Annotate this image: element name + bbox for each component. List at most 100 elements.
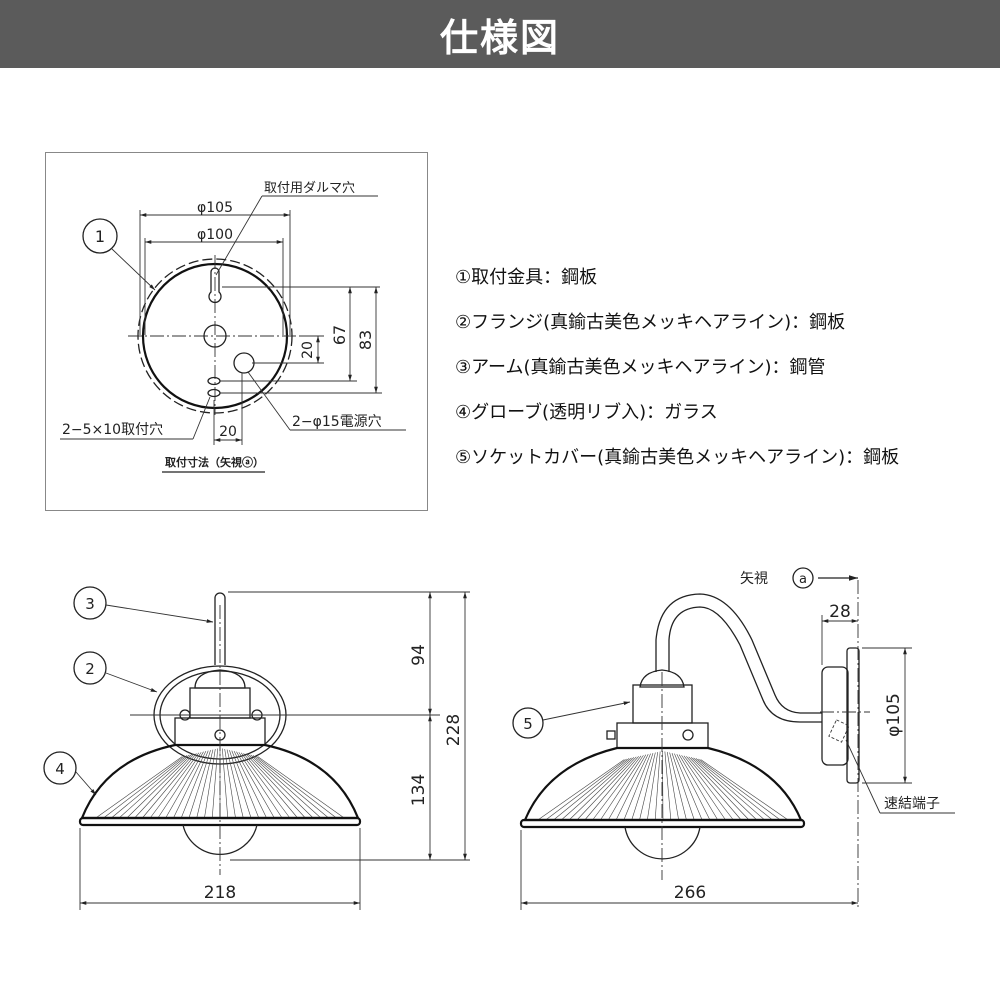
shade-rib bbox=[607, 754, 647, 821]
shade-rib bbox=[233, 751, 267, 819]
shade-rib bbox=[231, 750, 260, 819]
shade-rib bbox=[226, 749, 244, 819]
shade-rib bbox=[222, 748, 229, 819]
shade-rib bbox=[211, 748, 218, 819]
dim-phi105-side: φ105 bbox=[884, 693, 904, 737]
shade-rib bbox=[690, 757, 758, 821]
screw-hole bbox=[207, 388, 221, 398]
shade-rib bbox=[111, 755, 188, 819]
dim-20-vertical: 20 bbox=[300, 341, 316, 359]
shade-rib bbox=[700, 759, 789, 821]
shade-rib bbox=[576, 756, 637, 821]
shade-rib bbox=[686, 756, 742, 821]
keyhole-label: 取付用ダルマ穴 bbox=[264, 181, 355, 196]
part-number-4: 4 bbox=[55, 760, 65, 778]
shade-rib bbox=[196, 749, 214, 819]
shade-rib bbox=[676, 754, 711, 821]
shade-rib bbox=[238, 752, 283, 819]
shade-rib bbox=[683, 755, 734, 821]
mount-view-frame bbox=[45, 152, 428, 511]
shade-rib bbox=[688, 756, 750, 821]
socket-cover bbox=[632, 684, 693, 724]
shade-rib bbox=[647, 752, 659, 821]
shade-rib bbox=[698, 758, 781, 821]
shade-rib bbox=[252, 755, 329, 819]
shade-rib bbox=[639, 752, 656, 821]
dim-134: 134 bbox=[409, 774, 429, 806]
arm-pipe bbox=[214, 592, 226, 665]
power-holes-label: 2−φ15電源穴 bbox=[292, 414, 382, 430]
wall-plate-flange bbox=[846, 647, 860, 784]
shade-rib bbox=[693, 757, 765, 821]
shade-rib bbox=[245, 753, 306, 819]
shade-rib bbox=[681, 755, 726, 821]
dim-67: 67 bbox=[330, 325, 349, 345]
dim-phi105: φ105 bbox=[197, 200, 233, 216]
dim-83: 83 bbox=[356, 330, 375, 350]
shade-rib bbox=[623, 753, 651, 821]
shade-rib bbox=[553, 758, 630, 821]
shade-rib bbox=[236, 751, 275, 819]
shade-rib bbox=[678, 754, 719, 821]
part-number-5: 5 bbox=[523, 715, 533, 733]
shade-rib bbox=[118, 754, 190, 819]
wall-plate-body bbox=[821, 666, 849, 766]
shade-rib bbox=[149, 752, 200, 819]
view-direction-label: 矢視 bbox=[740, 571, 768, 587]
dim-218: 218 bbox=[204, 883, 236, 903]
shade-rib bbox=[180, 750, 209, 819]
keyhole-slot bbox=[208, 267, 222, 304]
part-number-3: 3 bbox=[85, 595, 95, 613]
shade-rib bbox=[255, 755, 337, 819]
shade-rib bbox=[584, 756, 639, 821]
shade-rib bbox=[600, 755, 644, 821]
part-number-1: 1 bbox=[95, 227, 105, 246]
shade-rib bbox=[654, 751, 661, 821]
shade-rib bbox=[243, 753, 298, 819]
shade-rib bbox=[662, 750, 664, 821]
center-hole bbox=[203, 324, 227, 348]
dim-28: 28 bbox=[829, 602, 851, 622]
shade-rib bbox=[592, 755, 642, 821]
shade-rib bbox=[664, 751, 672, 821]
shade-rib bbox=[95, 756, 183, 819]
terminal-label: 速結端子 bbox=[884, 796, 940, 812]
mount-caption: 取付寸法（矢視ⓐ） bbox=[165, 455, 264, 469]
mount-plate-view: φ105 φ100 20 67 83 20 取付用ダルマ穴 1 2−5×10取付… bbox=[60, 181, 406, 473]
view-mark-a: a bbox=[799, 572, 807, 587]
dim-20-horizontal: 20 bbox=[219, 424, 237, 440]
dim-94: 94 bbox=[409, 644, 429, 666]
spec-item: ④グローブ(透明リブ入)：ガラス bbox=[455, 402, 718, 423]
shade-rib bbox=[248, 754, 314, 819]
shade-rib bbox=[631, 753, 654, 821]
page-title: 仕様図 bbox=[439, 15, 560, 60]
header-bar: 仕様図 bbox=[0, 0, 1000, 68]
shade-rib bbox=[134, 753, 195, 819]
shade-rib bbox=[537, 759, 625, 821]
dim-228: 228 bbox=[444, 714, 464, 746]
shade-rib bbox=[224, 749, 236, 819]
side-view: 矢視 a 28 φ105 速結端子 5 266 bbox=[512, 567, 955, 910]
screw-hole bbox=[207, 376, 221, 386]
shade-rib bbox=[165, 751, 204, 819]
shade-rib bbox=[229, 750, 252, 819]
spec-list: ①取付金具：鋼板 ②フランジ(真鍮古美色メッキヘアライン)：鋼板 ③アーム(真鍮… bbox=[455, 266, 899, 491]
shade-rib bbox=[126, 754, 192, 819]
shade-rib bbox=[250, 754, 322, 819]
shade-rib bbox=[568, 757, 635, 821]
shade-rib bbox=[257, 756, 345, 819]
shade-rib bbox=[188, 750, 211, 819]
spec-item: ①取付金具：鋼板 bbox=[455, 267, 598, 288]
spec-item: ③アーム(真鍮古美色メッキヘアライン)：鋼管 bbox=[455, 357, 826, 378]
screw-holes-label: 2−5×10取付穴 bbox=[62, 422, 163, 438]
shade-rib bbox=[671, 753, 695, 821]
bulb-globe bbox=[624, 826, 701, 860]
part-callout-1 bbox=[82, 218, 118, 254]
gooseneck-arm bbox=[655, 593, 822, 714]
shade-rib bbox=[240, 752, 291, 819]
shade-rib bbox=[674, 753, 703, 821]
spec-item: ②フランジ(真鍮古美色メッキヘアライン)：鋼板 bbox=[455, 312, 846, 333]
shade-rib bbox=[669, 752, 687, 821]
shade-rib bbox=[695, 758, 773, 821]
